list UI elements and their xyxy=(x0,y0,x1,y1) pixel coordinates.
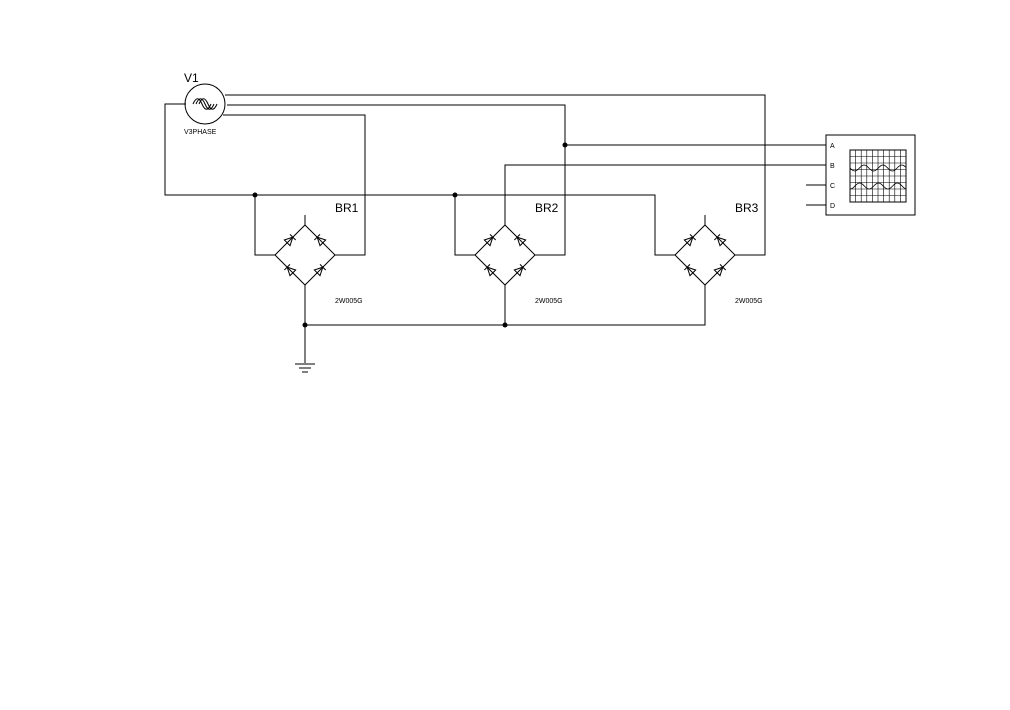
three-phase-source[interactable]: V1 V3PHASE xyxy=(184,71,226,136)
bridge-group: BR1 2W005G BR2 2W005G BR3 2W005G xyxy=(274,201,763,305)
bridge-ref-label: BR3 xyxy=(735,201,759,215)
bridge-model-label: 2W005G xyxy=(535,298,563,305)
bridge-model-label: 2W005G xyxy=(335,298,363,305)
bridge-diodes xyxy=(474,215,536,286)
bridge-diodes xyxy=(274,215,336,286)
source-ref-label: V1 xyxy=(184,71,199,85)
bridge-diodes xyxy=(674,215,736,286)
junction-dots xyxy=(252,142,568,328)
bridge-rectifier-3[interactable]: BR3 2W005G xyxy=(674,201,763,305)
oscilloscope[interactable]: A B C D xyxy=(806,134,916,216)
bridge-ref-label: BR2 xyxy=(535,201,559,215)
scope-channel-d: D xyxy=(830,203,835,210)
scope-channel-a: A xyxy=(830,143,835,150)
oscilloscope-screen xyxy=(849,149,907,203)
bridge-model-label: 2W005G xyxy=(735,298,763,305)
bridge-rectifier-1[interactable]: BR1 2W005G xyxy=(274,201,363,305)
scope-channel-b: B xyxy=(830,163,835,170)
bridge-rectifier-2[interactable]: BR2 2W005G xyxy=(474,201,563,305)
source-wires xyxy=(164,94,826,363)
sine-waves-icon xyxy=(192,98,218,110)
scope-channel-c: C xyxy=(830,183,835,190)
source-model-label: V3PHASE xyxy=(184,129,217,136)
ground-icon xyxy=(295,363,315,373)
bridge-ref-label: BR1 xyxy=(335,201,359,215)
